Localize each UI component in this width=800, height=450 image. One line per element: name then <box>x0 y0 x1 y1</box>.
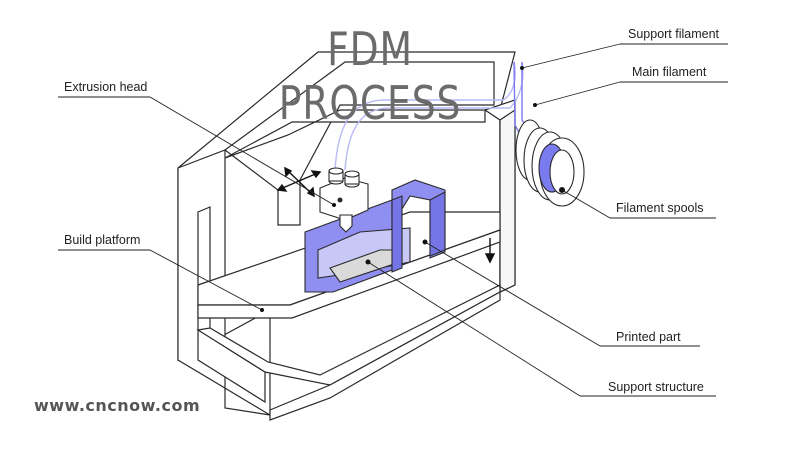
bottom-floor <box>196 284 501 386</box>
label-filament-spools: Filament spools <box>616 201 704 215</box>
label-build-platform: Build platform <box>64 233 141 247</box>
extrusion-head <box>319 167 369 233</box>
leader-dots <box>260 66 565 312</box>
label-extrusion-head: Extrusion head <box>64 80 148 94</box>
website-url: www.cncnow.com <box>34 396 201 415</box>
label-support-filament: Support filament <box>628 27 720 41</box>
label-support-structure: Support structure <box>608 380 704 394</box>
down-arrow-icon <box>484 238 496 264</box>
label-printed-part: Printed part <box>616 330 681 344</box>
filament-spools <box>515 119 585 207</box>
move-arrows-icon <box>276 166 322 198</box>
printed-part <box>304 179 446 293</box>
diagram-title: FDM PROCESS <box>278 22 462 130</box>
leader-lines <box>58 43 728 397</box>
label-main-filament: Main filament <box>632 65 707 79</box>
